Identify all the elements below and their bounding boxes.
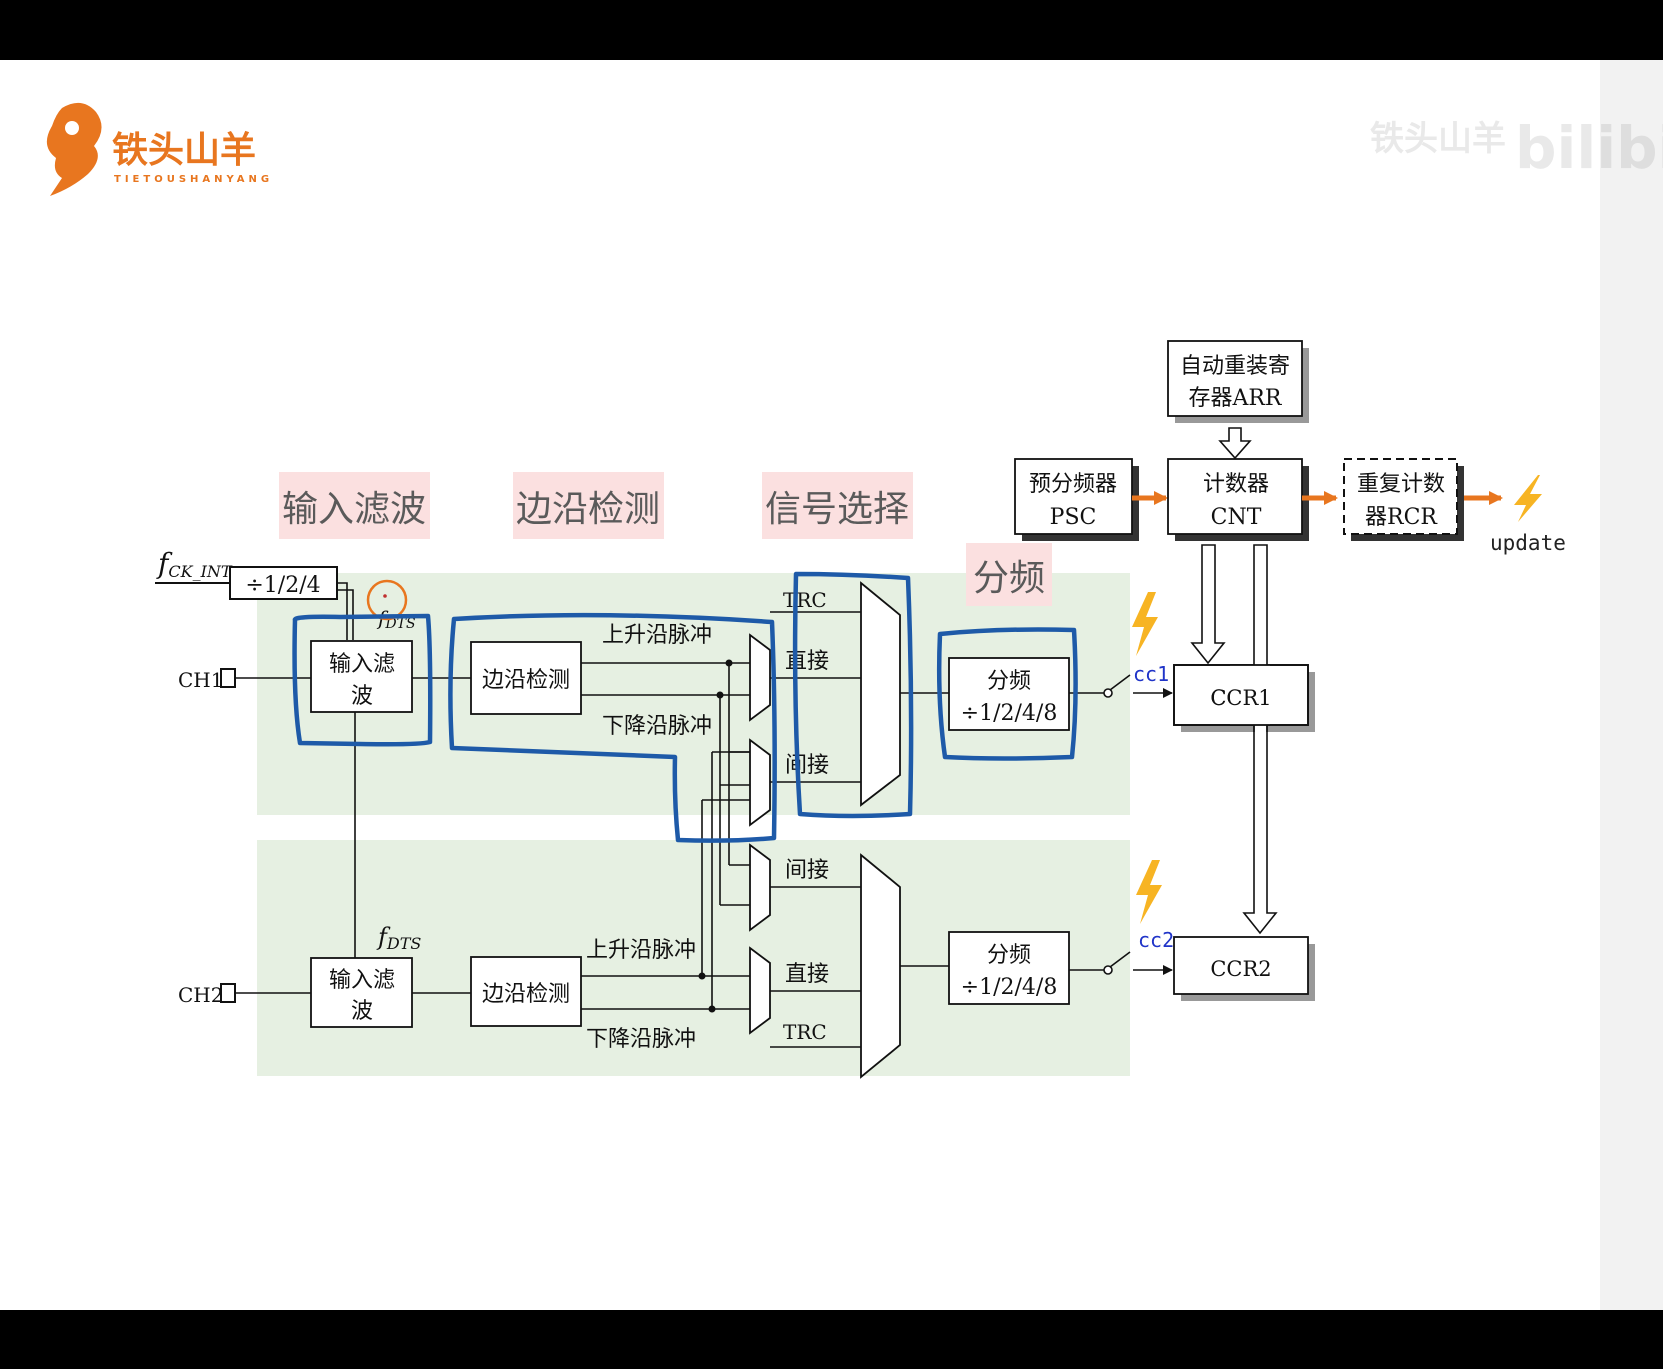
edge-select-muxes [749,633,771,1035]
brand-logo: 铁头山羊 TIETOUSHANYANG [46,102,273,196]
update-label: update [1490,531,1566,555]
svg-text:预分频器: 预分频器 [1029,472,1117,497]
channel2-path: CH2 输入滤 波 边沿检测 上升沿脉冲 下降沿脉冲 [178,938,750,1052]
svg-text:存器ARR: 存器ARR [1188,386,1282,411]
svg-text:CCR1: CCR1 [1210,686,1271,710]
ch1-falling-label: 下降沿脉冲 [602,714,712,739]
svg-text:÷1/2/4/8: ÷1/2/4/8 [961,975,1058,1000]
section-label-divide: 分频 [966,543,1052,606]
ch1-filter-block [310,640,413,713]
ch1-prescaler-block: 分频 ÷1/2/4/8 [948,657,1070,731]
ch2-pin [220,983,236,1003]
svg-text:边沿检测: 边沿检测 [516,489,660,530]
arr-to-cnt-arrow [1218,427,1252,460]
svg-text:边沿检测: 边沿检测 [482,668,570,693]
svg-text:波: 波 [351,684,373,709]
cc1-lightning-icon [1132,592,1158,656]
annotation-filter-outline [292,613,433,747]
svg-text:重复计数: 重复计数 [1357,472,1445,497]
arr-register: 自动重装寄 存器ARR [1167,340,1309,423]
ch1-rising-label: 上升沿脉冲 [602,623,712,648]
svg-text:信号选择: 信号选择 [765,489,909,530]
cursor-highlight [366,579,408,621]
svg-text:计数器: 计数器 [1203,472,1269,497]
clock-divider-box [229,566,338,600]
ch1-label: CH1 [178,668,223,692]
svg-text:输入滤波: 输入滤波 [282,489,426,530]
cc2-lightning-icon [1136,860,1162,924]
section-label-select: 信号选择 [762,472,913,539]
annotation-mux-outline [792,571,914,819]
svg-text:分频: 分频 [973,558,1045,599]
cross-wiring [701,663,750,1009]
watermark-text: 铁头山羊 [1370,119,1506,159]
blue-annotations [292,571,1078,843]
svg-text:TRC: TRC [783,1020,827,1044]
clock-divider-label: ÷1/2/4 [245,573,320,598]
channel1-path: CH1 输入滤 波 边沿检测 上升沿脉冲 下降沿脉冲 [178,623,750,739]
ch2-rising-label: 上升沿脉冲 [586,938,696,963]
svg-text:间接: 间接 [785,753,829,778]
cc1-label: cc1 [1133,662,1169,686]
ccr2-register: CCR2 [1173,936,1315,1001]
svg-text:输入滤: 输入滤 [329,652,395,677]
cnt-register: 计数器 CNT [1167,458,1309,541]
ch2-capture-switch [1069,951,1173,975]
svg-text:CNT: CNT [1211,505,1262,530]
svg-text:TRC: TRC [783,588,827,612]
svg-text:÷1/2/4/8: ÷1/2/4/8 [961,701,1058,726]
ch2-filter-block [310,957,413,1028]
ch1-pin [220,668,236,688]
watermark: 铁头山羊 bilibili [1370,114,1663,182]
cnt-to-ccr1-arrow [1190,544,1226,665]
ch2-signal-mux: 间接 直接 TRC [770,853,949,1079]
annotation-divider-outline [936,627,1078,761]
svg-text:直接: 直接 [785,962,829,987]
ch2-label: CH2 [178,983,223,1007]
svg-text:间接: 间接 [785,858,829,883]
section-label-edge: 边沿检测 [513,472,664,539]
ch1-edge-detect-block [470,641,582,715]
svg-text:直接: 直接 [785,649,829,674]
svg-text:CCR2: CCR2 [1210,957,1271,981]
rcr-register: 重复计数 器RCR [1343,458,1464,541]
ch1-signal-mux: TRC 直接 间接 [770,581,949,807]
psc-register: 预分频器 PSC [1014,458,1139,541]
annotation-edge-outline [448,612,777,843]
cc2-label: cc2 [1138,928,1174,952]
svg-text:PSC: PSC [1050,505,1097,530]
brand-subtitle: TIETOUSHANYANG [114,174,273,185]
svg-text:自动重装寄: 自动重装寄 [1180,354,1290,379]
section-label-filter: 输入滤波 [279,472,430,539]
brand-name: 铁头山羊 [112,130,256,171]
ch2-prescaler-block: 分频 ÷1/2/4/8 [948,931,1070,1005]
update-lightning-icon [1514,475,1542,522]
svg-text:边沿检测: 边沿检测 [482,982,570,1007]
svg-text:分频: 分频 [987,943,1031,968]
svg-text:输入滤: 输入滤 [329,968,395,993]
cnt-to-ccr2-arrow [1242,544,1278,935]
ch2-falling-label: 下降沿脉冲 [586,1027,696,1052]
svg-text:器RCR: 器RCR [1365,505,1438,530]
svg-text:波: 波 [351,999,373,1024]
watermark-site: bilibili [1515,114,1663,182]
goat-logo-icon [46,102,102,196]
ch2-edge-detect-block [470,956,582,1027]
svg-text:分频: 分频 [987,669,1031,694]
